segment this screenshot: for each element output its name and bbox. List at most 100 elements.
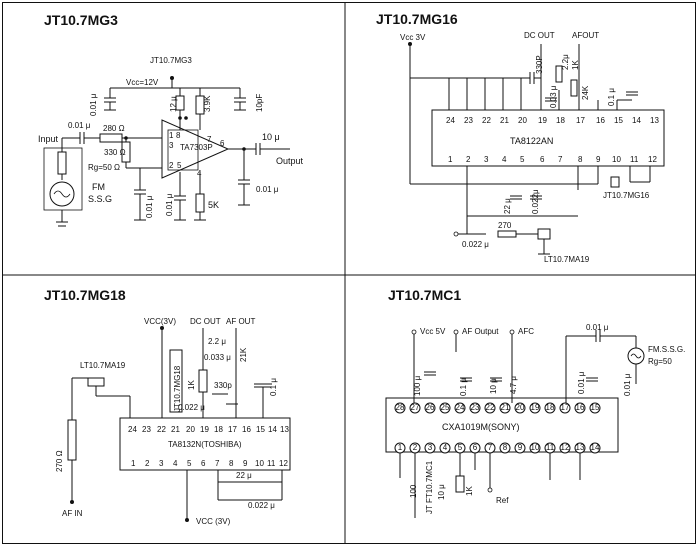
rg-label-mg3: Rg=50 Ω: [88, 163, 120, 172]
pin-label: 17: [228, 425, 237, 434]
r21k-label-mg18: 21K: [239, 347, 248, 362]
pin-label: 24: [456, 403, 465, 412]
pin-label: 5: [520, 155, 525, 164]
pin-label: 26: [426, 403, 435, 412]
vcc-bottom-label-mg18: VCC (3V): [196, 517, 231, 526]
pin-label: 9: [243, 459, 248, 468]
pin-label: 23: [464, 116, 473, 125]
afc-label-mc1: AFC: [518, 327, 534, 336]
r24k-label-mg16: 24K: [581, 85, 590, 100]
pin-label: 22: [482, 116, 491, 125]
output-label: Output: [276, 156, 304, 166]
pin-label: 16: [596, 116, 605, 125]
pin-label: 1: [398, 443, 403, 452]
pin-8: 8: [176, 131, 181, 140]
jt-label-mc1: JT FT10.7MC1: [425, 460, 434, 514]
pin-label: 1: [131, 459, 136, 468]
rg-label-mc1: Rg=50: [648, 357, 672, 366]
pin-label: 15: [614, 116, 623, 125]
r5k-label: 5K: [208, 200, 219, 210]
cap0022-label-mg18: 0.022 μ: [178, 403, 205, 412]
cap01-label-mg18: 0.1 μ: [269, 378, 278, 396]
pin-label: 11: [546, 443, 555, 452]
cap330p-label-mg18: 330p: [214, 381, 232, 390]
pin-label: 12: [279, 459, 288, 468]
cap01-label-mg16: 0.1 μ: [607, 88, 616, 106]
pin-2: 2: [169, 161, 174, 170]
pin-label: 19: [200, 425, 209, 434]
pin-label: 6: [473, 443, 478, 452]
pin-label: 19: [531, 403, 540, 412]
cap001b-label-mc1: 0.01 μ: [577, 371, 586, 394]
filter-mg18: [169, 349, 183, 413]
pin-label: 1: [448, 155, 453, 164]
bottom-pin-labels-mg18: 1 2 3 4 5 6 7 8 9 10 11 12: [131, 459, 288, 468]
pin-6: 6: [220, 139, 225, 148]
pin-label: 15: [256, 425, 265, 434]
pin-label: 25: [441, 403, 450, 412]
pin-label: 17: [576, 116, 585, 125]
pin-label: 13: [280, 425, 289, 434]
pin-label: 11: [630, 155, 639, 164]
panel-mc1: JT10.7MC1 Vcc 5V AF Output AFC 0.01 μ FM…: [385, 287, 685, 518]
afin-label: AF IN: [62, 509, 83, 518]
cap0033-label-mg18: 0.033 μ: [204, 353, 231, 362]
lt-label-mg16: LT10.7MA19: [544, 255, 590, 264]
cap10-label-mc1: 10 μ: [489, 378, 498, 394]
pin-label: 14: [591, 443, 600, 452]
cap003-label-mg16: 0.03 μ: [549, 85, 558, 108]
pin-label: 20: [186, 425, 195, 434]
pin-label: 14: [632, 116, 641, 125]
pin-label: 19: [538, 116, 547, 125]
vcc-label-mg3: Vcc=12V: [126, 78, 159, 87]
bottom-pin-labels-mg16: 1 2 3 4 5 6 7 8 9 10 11 12: [448, 155, 657, 164]
pin-label: 10: [612, 155, 621, 164]
pin-label: 5: [187, 459, 192, 468]
pin-1: 1: [169, 131, 174, 140]
pin-label: 3: [484, 155, 489, 164]
pin-label: 16: [576, 403, 585, 412]
pin-label: 6: [540, 155, 545, 164]
lt-filter-mg18: [87, 377, 105, 387]
pin-5: 5: [177, 161, 182, 170]
pin-label: 21: [501, 403, 510, 412]
pin-label: 4: [502, 155, 507, 164]
pin-label: 2: [413, 443, 418, 452]
r1k-label-mg16: 1K: [571, 60, 580, 70]
pin-label: 11: [267, 459, 276, 468]
ic-label-mg18: TA8132N(TOSHIBA): [168, 440, 242, 449]
r270-label-mg18: 270 Ω: [55, 450, 64, 472]
panel-title-mc1: JT10.7MC1: [388, 287, 461, 303]
pin-label: 22: [486, 403, 495, 412]
ic-label-mg16: TA8122AN: [510, 136, 553, 146]
pin-label: 27: [411, 403, 420, 412]
pin-label: 3: [428, 443, 433, 452]
dcout-label-mg16: DC OUT: [524, 31, 555, 40]
cap100b-label-mc1: 100: [409, 484, 418, 498]
pin-label: 5: [458, 443, 463, 452]
vcc-label-mc1: Vcc 5V: [420, 327, 446, 336]
dcout-label-mg18: DC OUT: [190, 317, 221, 326]
cap-gnd3-label: 0.01 μ: [256, 185, 279, 194]
pin-label: 12: [648, 155, 657, 164]
pin-label: 7: [215, 459, 220, 468]
pin-label: 18: [214, 425, 223, 434]
pin-label: 2: [145, 459, 150, 468]
pin-label: 16: [242, 425, 251, 434]
pin-label: 13: [650, 116, 659, 125]
pin-label: 9: [518, 443, 523, 452]
filter-label-mg16: JT10.7MG16: [603, 191, 650, 200]
pin-label: 8: [578, 155, 583, 164]
panel-title-mg18: JT10.7MG18: [44, 287, 126, 303]
input-label: Input: [38, 134, 59, 144]
pin-label: 14: [268, 425, 277, 434]
ref-label-mc1: Ref: [496, 496, 509, 505]
cap-gnd2-label: 0.01 μ: [165, 193, 174, 216]
pin-label: 18: [546, 403, 555, 412]
pin-label: 18: [556, 116, 565, 125]
pin-label: 24: [128, 425, 137, 434]
panel-title-mg16: JT10.7MG16: [376, 11, 458, 27]
pin-label: 13: [576, 443, 585, 452]
ic-label-mg3: TA7303P: [180, 143, 213, 152]
